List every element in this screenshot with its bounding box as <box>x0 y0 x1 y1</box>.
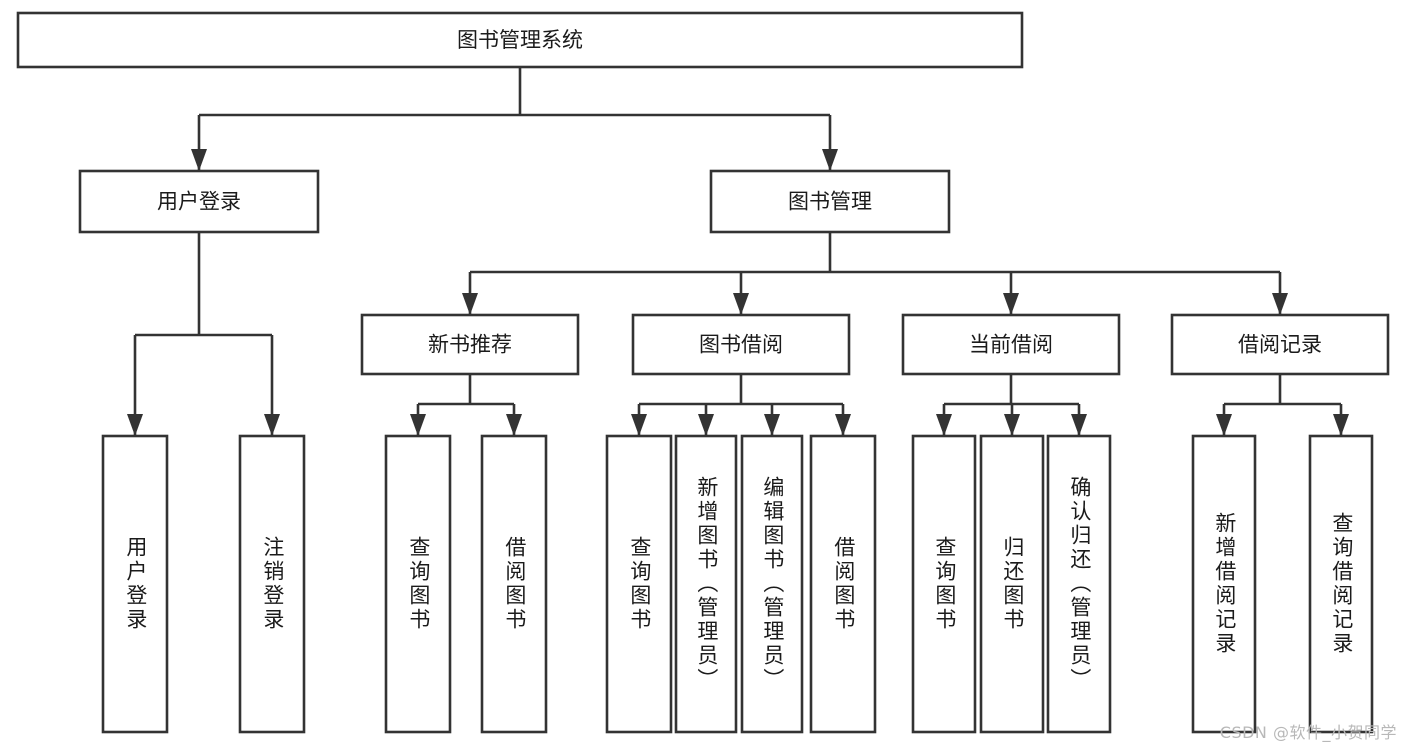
node-box[interactable] <box>384 434 452 734</box>
node-box[interactable] <box>360 313 580 376</box>
connector-group <box>462 232 1288 315</box>
arrow-head-icon <box>1003 293 1019 315</box>
node-new-book-rec[interactable]: 新书推荐 <box>360 313 580 376</box>
node-leaf-return-book[interactable] <box>979 434 1045 734</box>
arrow-head-icon <box>264 414 280 436</box>
node-label: 新书推荐 <box>428 333 512 357</box>
node-user-login[interactable]: 用户登录 <box>78 169 320 234</box>
node-label: 当前借阅 <box>969 333 1053 357</box>
node-leaf-logout[interactable] <box>238 434 306 734</box>
node-label: 用户登录 <box>157 190 241 214</box>
node-label: 图书管理系统 <box>457 28 583 52</box>
node-box[interactable] <box>1308 434 1374 734</box>
node-leaf-add-book[interactable] <box>674 434 738 734</box>
arrow-head-icon <box>631 414 647 436</box>
node-book-borrow[interactable]: 图书借阅 <box>631 313 851 376</box>
arrow-head-icon <box>410 414 426 436</box>
node-box[interactable] <box>740 434 804 734</box>
node-box[interactable] <box>101 434 169 734</box>
connector-group <box>936 374 1087 436</box>
node-box[interactable] <box>1191 434 1257 734</box>
node-leaf-user-login[interactable] <box>101 434 169 734</box>
node-box[interactable] <box>911 434 977 734</box>
arrow-head-icon <box>936 414 952 436</box>
node-box[interactable] <box>480 434 548 734</box>
node-leaf-edit-book[interactable] <box>740 434 804 734</box>
node-leaf-query-book-3[interactable] <box>911 434 977 734</box>
arrow-head-icon <box>698 414 714 436</box>
arrow-head-icon <box>822 149 838 171</box>
arrow-head-icon <box>835 414 851 436</box>
node-box[interactable] <box>631 313 851 376</box>
node-box[interactable] <box>1170 313 1390 376</box>
node-leaf-borrow-book-2[interactable] <box>809 434 877 734</box>
node-box[interactable] <box>809 434 877 734</box>
node-root[interactable]: 图书管理系统 <box>16 11 1024 69</box>
arrow-head-icon <box>733 293 749 315</box>
node-leaf-borrow-book-1[interactable] <box>480 434 548 734</box>
node-leaf-query-record[interactable] <box>1308 434 1374 734</box>
connector-group <box>127 232 280 436</box>
arrow-head-icon <box>1216 414 1232 436</box>
arrow-head-icon <box>1004 414 1020 436</box>
node-book-manage[interactable]: 图书管理 <box>709 169 951 234</box>
arrow-head-icon <box>764 414 780 436</box>
node-label: 图书管理 <box>788 190 872 214</box>
connector-group <box>631 374 851 436</box>
arrow-head-icon <box>127 414 143 436</box>
arrow-head-icon <box>1272 293 1288 315</box>
node-leaf-query-book-2[interactable] <box>605 434 673 734</box>
node-box[interactable] <box>16 11 1024 69</box>
arrow-head-icon <box>1333 414 1349 436</box>
node-leaf-confirm-return[interactable] <box>1046 434 1112 734</box>
node-box[interactable] <box>901 313 1121 376</box>
node-box[interactable] <box>605 434 673 734</box>
node-leaf-query-book-1[interactable] <box>384 434 452 734</box>
node-label: 图书借阅 <box>699 333 783 357</box>
node-box[interactable] <box>674 434 738 734</box>
node-box[interactable] <box>709 169 951 234</box>
node-leaf-add-record[interactable] <box>1191 434 1257 734</box>
arrow-head-icon <box>506 414 522 436</box>
arrow-head-icon <box>1071 414 1087 436</box>
connector-group <box>191 67 838 171</box>
connectors-layer <box>127 67 1349 436</box>
connector-group <box>1216 374 1349 436</box>
arrow-head-icon <box>462 293 478 315</box>
node-borrow-record[interactable]: 借阅记录 <box>1170 313 1390 376</box>
node-box[interactable] <box>238 434 306 734</box>
node-box[interactable] <box>1046 434 1112 734</box>
node-current-borrow[interactable]: 当前借阅 <box>901 313 1121 376</box>
node-box[interactable] <box>78 169 320 234</box>
node-box[interactable] <box>979 434 1045 734</box>
arrow-head-icon <box>191 149 207 171</box>
connector-group <box>410 374 522 436</box>
node-label: 借阅记录 <box>1238 333 1322 357</box>
